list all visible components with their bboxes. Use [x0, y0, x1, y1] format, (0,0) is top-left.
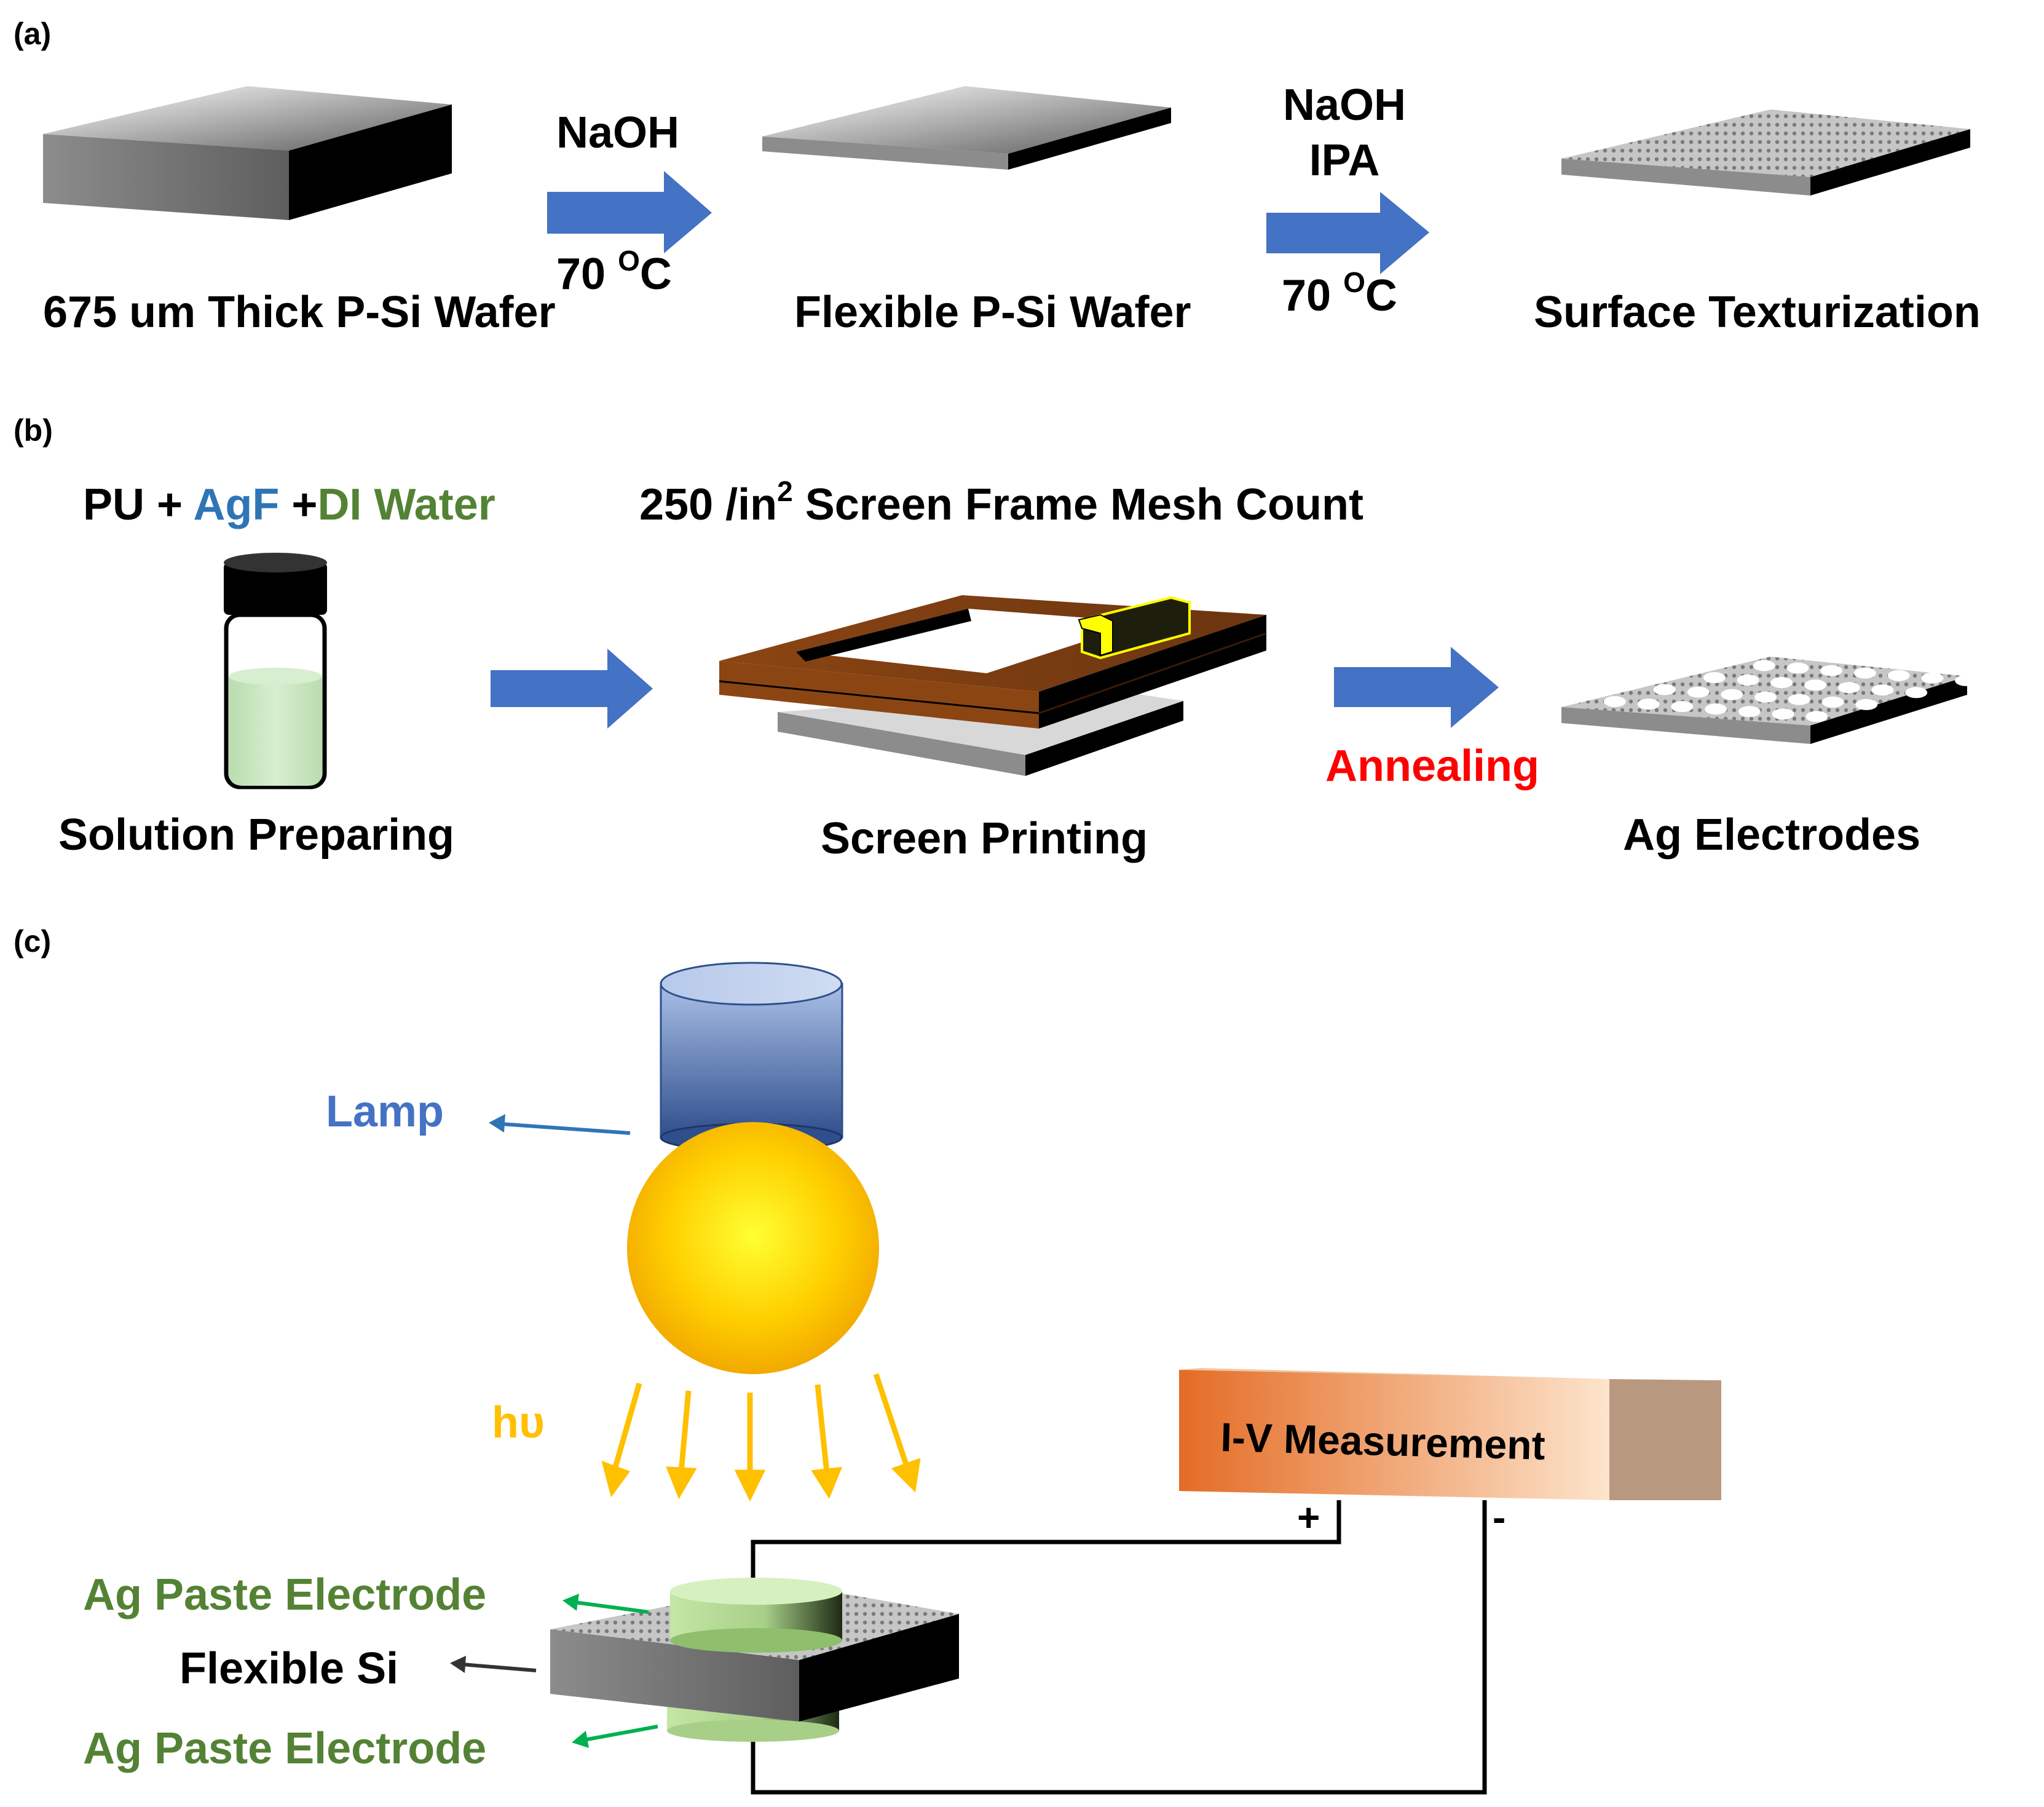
ag-electrode-dot	[1721, 689, 1743, 700]
lamp-pointer-arrow	[489, 1114, 631, 1135]
ag-electrode-dot	[1703, 672, 1726, 684]
top-electrode-label: Ag Paste Electrode	[83, 1570, 486, 1619]
ag-electrode-dot	[1855, 698, 1878, 710]
flexible-si-device	[550, 1578, 959, 1742]
ag-electrode-dot	[1737, 674, 1759, 686]
positive-terminal: +	[1297, 1495, 1320, 1540]
arrow-1-reagent: NaOH	[556, 108, 679, 157]
thick-wafer-caption: 675 um Thick P-Si Wafer	[43, 288, 556, 337]
substrate-label: Flexible Si	[180, 1644, 398, 1693]
ag-electrode-dot	[1772, 708, 1794, 720]
substrate-pointer	[450, 1656, 537, 1673]
negative-terminal: -	[1493, 1495, 1505, 1540]
lamp-label: Lamp	[326, 1087, 444, 1136]
process-arrow-2	[1266, 192, 1429, 274]
panel-c-label: (c)	[14, 924, 51, 959]
screen-printer-illustration	[719, 595, 1267, 776]
ag-electrode-dot	[1754, 691, 1777, 703]
ag-electrode-dot	[1738, 706, 1761, 718]
ag-electrode-dot	[1603, 696, 1626, 708]
light-source-sphere	[627, 1122, 879, 1374]
circuit-wires	[751, 1500, 1487, 1795]
ag-electrode-dot	[1821, 696, 1844, 708]
iv-measurement-label: I-V Measurement	[1220, 1414, 1546, 1468]
ag-electrode-dot	[1871, 684, 1894, 696]
ag-electrode-dot	[1705, 703, 1727, 715]
ag-electrode-dot	[1753, 660, 1775, 671]
ag-electrode-dot	[1770, 677, 1793, 689]
screen-printing-caption: Screen Printing	[821, 814, 1148, 863]
ag-electrode-wafer-illustration	[1561, 657, 1978, 744]
arrow-1-temperature: 70 OC	[556, 245, 672, 299]
flexible-wafer-caption: Flexible P-Si Wafer	[794, 288, 1191, 337]
thick-wafer-illustration	[43, 86, 452, 220]
panel-b-label: (b)	[14, 413, 53, 448]
ag-electrodes-caption: Ag Electrodes	[1623, 810, 1920, 860]
ag-electrode-dot	[1837, 682, 1860, 694]
light-rays	[601, 1373, 921, 1502]
ag-electrode-dot	[1853, 667, 1876, 679]
arrow-2-temperature: 70 OC	[1282, 266, 1397, 320]
ag-electrode-dot	[1687, 686, 1710, 698]
process-arrow-1	[547, 171, 712, 253]
photon-energy-label: hυ	[492, 1398, 545, 1447]
annealing-label: Annealing	[1325, 741, 1539, 791]
solution-vial-illustration	[224, 553, 327, 789]
ag-electrode-dot	[1921, 672, 1944, 684]
flexible-wafer-illustration	[762, 86, 1171, 170]
ag-electrode-dots	[1603, 660, 1978, 722]
arrow-2-reagent-2: IPA	[1309, 136, 1380, 185]
ag-electrode-dot	[1820, 665, 1843, 676]
ag-electrode-dot	[1887, 670, 1910, 681]
ag-electrode-dot	[1805, 711, 1828, 722]
ag-electrode-dot	[1804, 679, 1826, 691]
iv-measurement-box	[1179, 1368, 1721, 1500]
panel-a-label: (a)	[14, 17, 51, 51]
textured-wafer-illustration	[1561, 109, 1970, 196]
ag-electrode-dot	[1653, 684, 1676, 695]
ag-electrode-dot	[1788, 694, 1810, 705]
mesh-count-label: 250 /in2 Screen Frame Mesh Count	[639, 475, 1363, 529]
ag-electrode-dot	[1786, 662, 1809, 674]
ag-electrode-dot	[1905, 687, 1928, 698]
process-arrow-4	[1334, 647, 1499, 728]
solution-caption: Solution Preparing	[58, 810, 454, 860]
arrow-2-reagent-1: NaOH	[1283, 81, 1406, 130]
solution-formula: PU + AgF +DI Water	[83, 480, 495, 529]
top-electrode-pointer	[562, 1594, 649, 1614]
bottom-electrode-pointer	[572, 1725, 658, 1748]
process-arrow-3	[491, 649, 653, 729]
texturization-caption: Surface Texturization	[1534, 288, 1981, 337]
ag-electrode-dot	[1955, 674, 1978, 686]
bottom-electrode-label: Ag Paste Electrode	[83, 1724, 486, 1773]
ag-electrode-dot	[1637, 698, 1660, 710]
ag-electrode-dot	[1671, 701, 1694, 713]
